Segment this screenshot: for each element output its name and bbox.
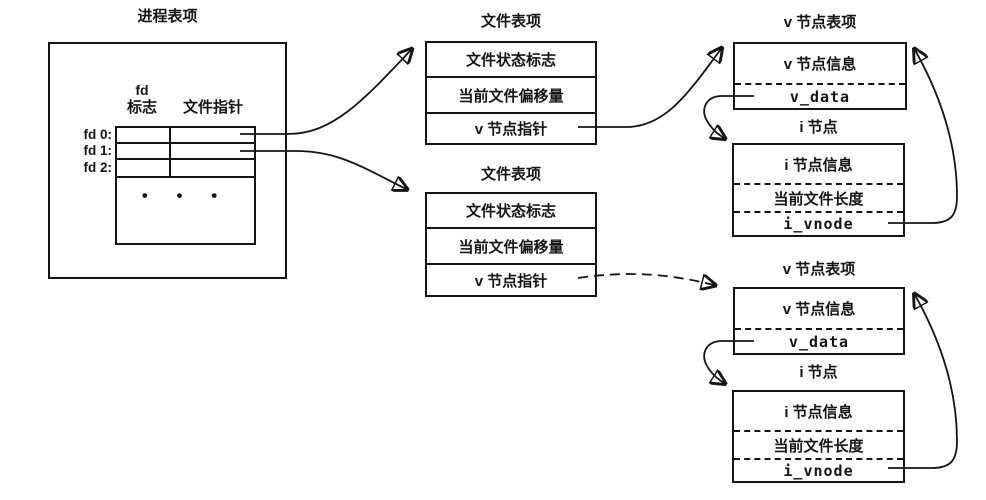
inode-info-cell: i 节点信息 [784,156,853,174]
file-status-flags-cell: 文件状态标志 [465,52,556,69]
file-table-2-box: 文件状态标志 当前文件偏移量 v 节点指针 [425,192,597,297]
vnode-table-2-box: v 节点信息 v_data [733,287,905,355]
vnode-table-2-title: v 节点表项 [782,261,856,278]
vnode-info-cell: v 节点信息 [783,56,857,73]
fd0-label: fd 0: [83,127,113,142]
file-table-1-box: 文件状态标志 当前文件偏移量 v 节点指针 [425,41,597,145]
current-file-offset-cell: 当前文件偏移量 [427,76,595,112]
inode-1-box: i 节点信息 当前文件长度 i_vnode [732,143,905,237]
fd-row-divider [117,176,254,178]
file-table-1-title: 文件表项 [480,13,541,30]
i-vnode-cell: i_vnode [734,211,903,235]
v-data-cell: v_data [735,83,905,108]
current-file-length-cell: 当前文件长度 [734,430,903,458]
fd-table-box: • • • [115,126,256,245]
vnode-table-1-box: v 节点信息 v_data [733,42,907,110]
inode-2-box: i 节点信息 当前文件长度 i_vnode [732,390,905,483]
inode-2-title: i 节点 [799,364,838,381]
fd-flags-header: 标志 [126,99,157,116]
arrow-file-table-2-to-vnode-table-2 [577,273,714,285]
vnode-info-cell: v 节点信息 [782,301,856,318]
vnode-table-1-title: v 节点表项 [783,14,857,31]
inode-1-title: i 节点 [799,119,838,136]
v-data-cell: v_data [735,328,903,353]
inode-info-cell: i 节点信息 [784,403,853,421]
ellipsis-dots: • • • [141,186,230,205]
file-status-flags-cell: 文件状态标志 [465,203,556,220]
fd-column-divider [169,128,171,176]
file-table-2-title: 文件表项 [480,166,541,183]
vnode-pointer-cell: v 节点指针 [427,263,595,295]
fd-row-divider [117,158,254,160]
file-pointer-header: 文件指针 [182,99,243,116]
i-vnode-cell: i_vnode [734,458,903,481]
vnode-pointer-cell: v 节点指针 [427,112,595,143]
fd2-label: fd 2: [83,160,113,175]
current-file-length-cell: 当前文件长度 [734,183,903,211]
fd-row-divider [117,142,254,144]
fd-header: fd [135,82,149,98]
fd1-label: fd 1: [83,143,113,158]
current-file-offset-cell: 当前文件偏移量 [427,227,595,263]
arrow-file-table-1-to-vnode-table-1 [578,49,721,128]
process-table-title: 进程表项 [137,8,198,25]
